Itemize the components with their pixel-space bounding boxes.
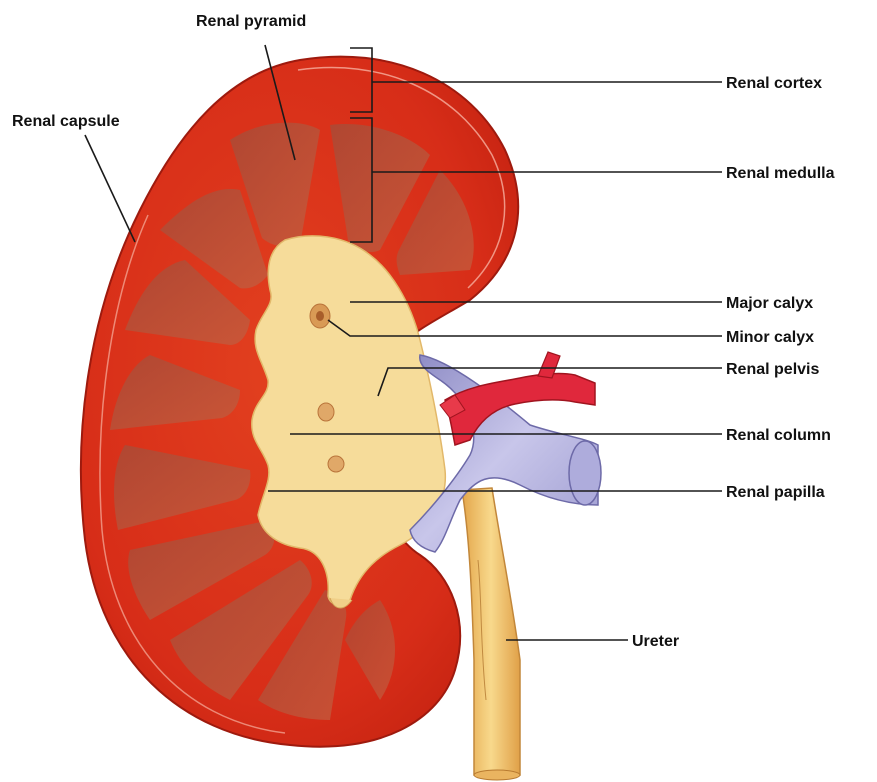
label-renal-pyramid: Renal pyramid (196, 13, 306, 30)
label-renal-capsule: Renal capsule (12, 113, 120, 130)
ureter-tube (462, 488, 520, 780)
label-renal-pelvis: Renal pelvis (726, 361, 819, 378)
label-renal-medulla: Renal medulla (726, 165, 835, 182)
label-renal-cortex: Renal cortex (726, 75, 822, 92)
label-ureter: Ureter (632, 633, 679, 650)
label-renal-column: Renal column (726, 427, 831, 444)
label-major-calyx: Major calyx (726, 295, 813, 312)
leader-renal-capsule (85, 135, 135, 242)
label-renal-papilla: Renal papilla (726, 484, 825, 501)
label-minor-calyx: Minor calyx (726, 329, 814, 346)
